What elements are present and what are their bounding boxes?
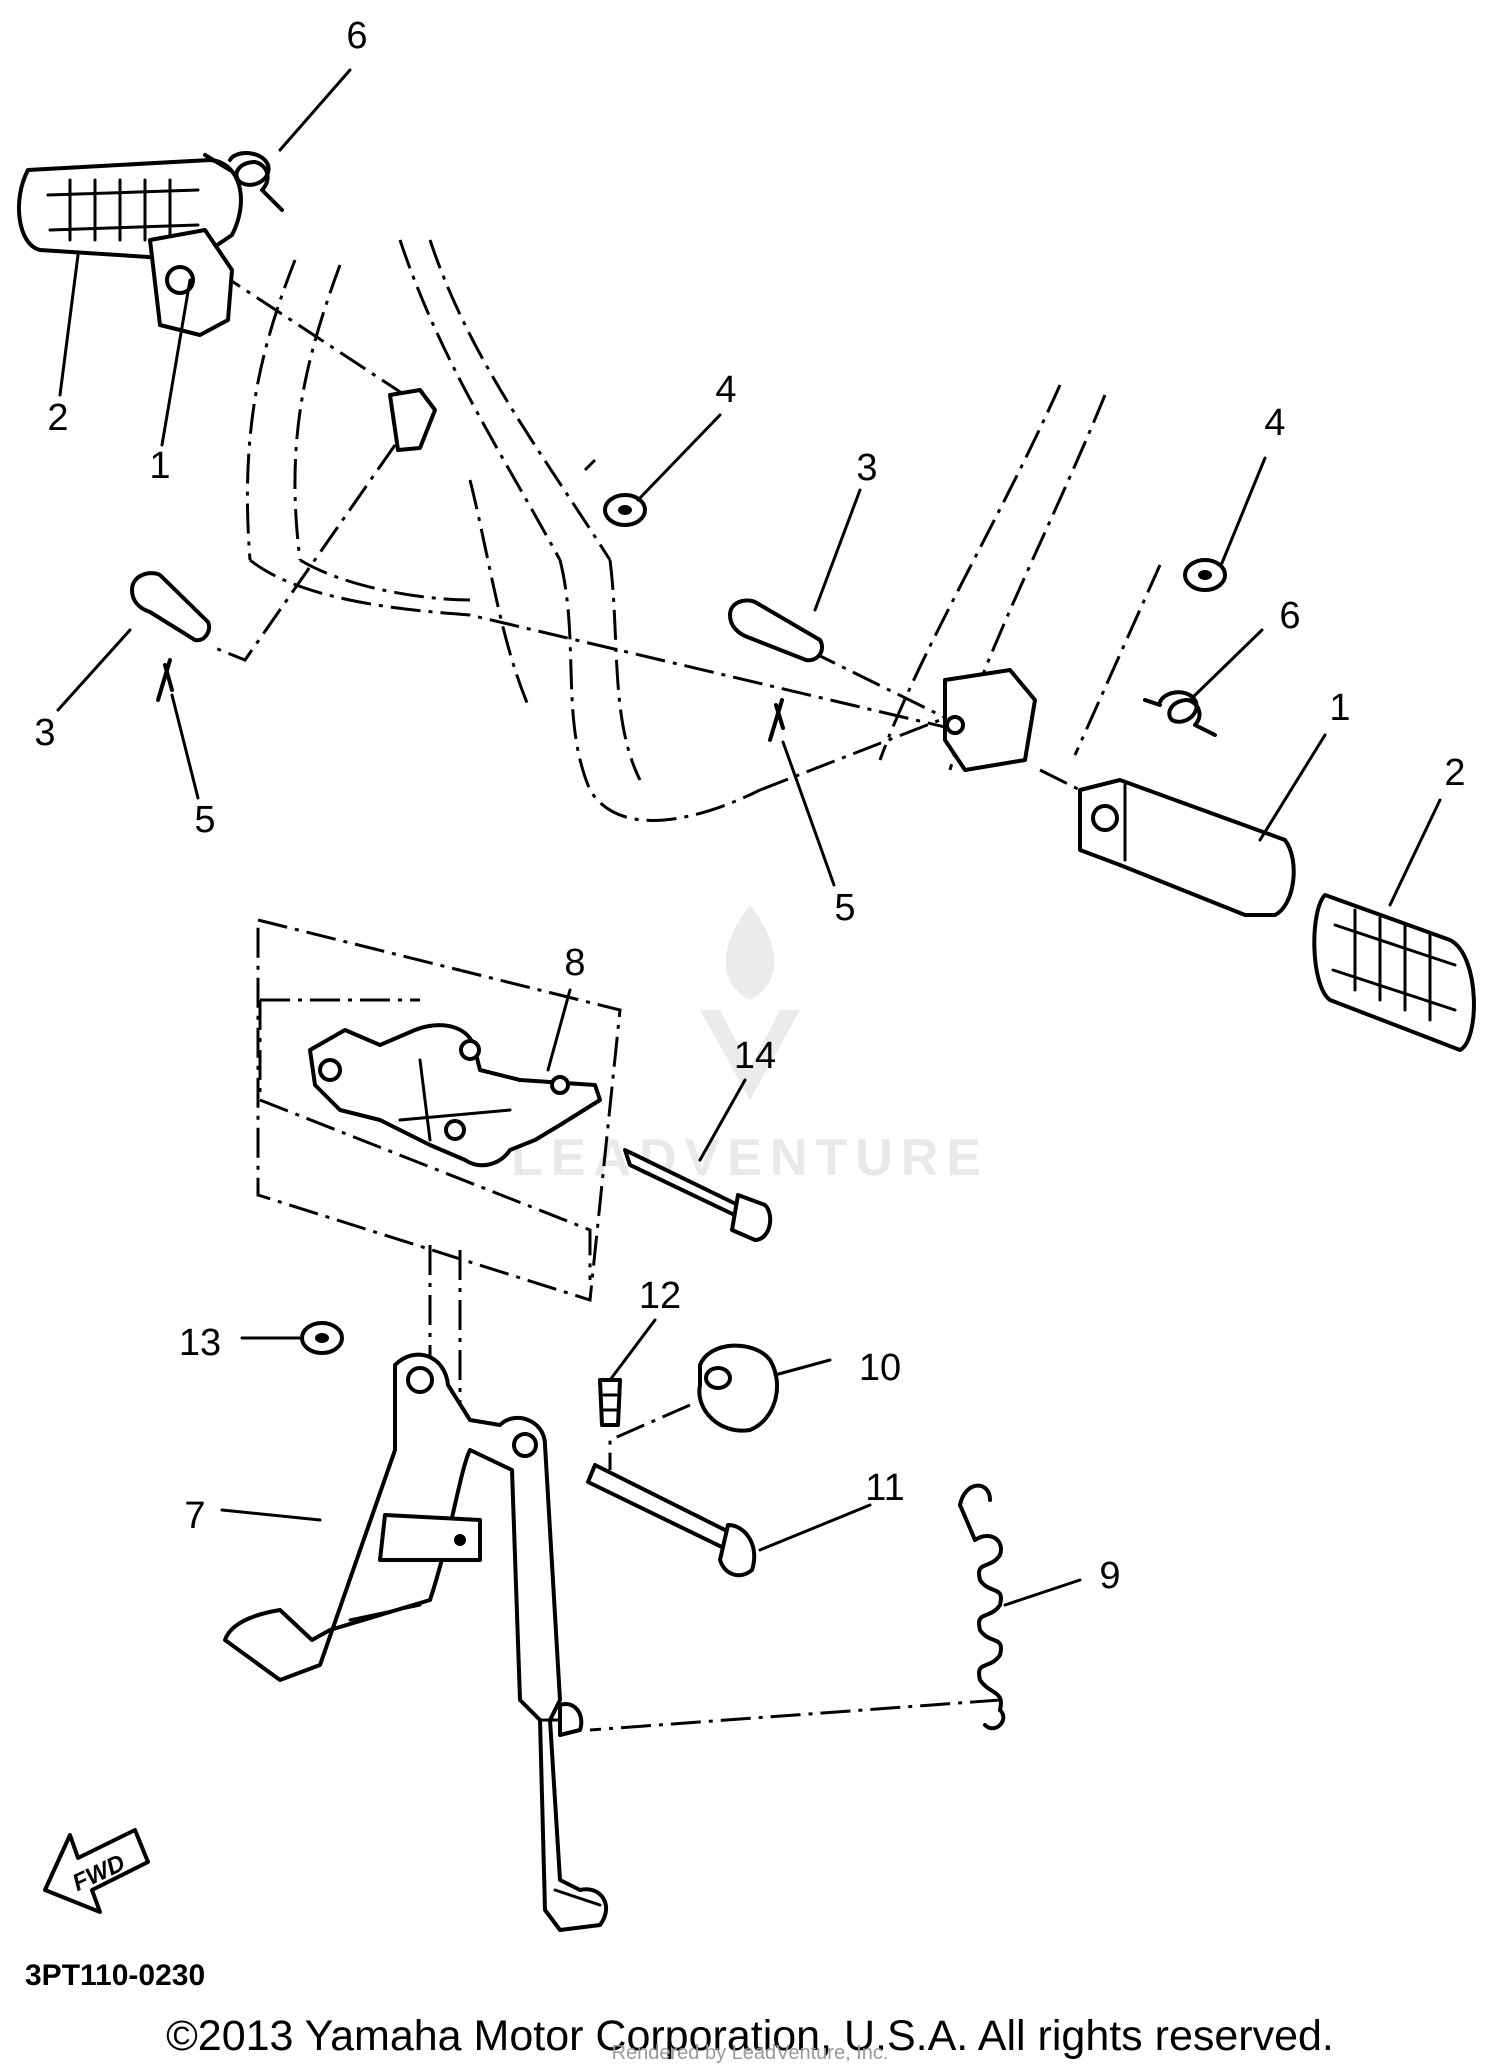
stopper-rubber: [697, 1343, 780, 1433]
spring-right: [1143, 690, 1217, 737]
callout-4: 4: [715, 369, 736, 411]
callout-3: 3: [34, 712, 55, 754]
cotter-pin-stand: [598, 1378, 622, 1427]
assembly-lines: [214, 268, 1162, 1732]
cotter-pin-left: [156, 658, 174, 702]
forward-arrow-icon: FWD: [43, 1828, 150, 1914]
callout-leaders: [56, 68, 1442, 1607]
watermark-text: LEADVENTURE: [511, 1129, 989, 1187]
callout-6: 6: [1279, 595, 1300, 637]
flame-icon: [725, 905, 775, 1000]
callout-12: 12: [639, 1275, 681, 1317]
center-stand: [223, 1352, 608, 1932]
callout-4: 4: [1264, 402, 1285, 444]
pin-left: [130, 571, 212, 643]
spring-left: [203, 151, 284, 212]
callout-11: 11: [865, 1467, 904, 1509]
callout-5: 5: [194, 799, 215, 841]
rendered-by-note: Rendered by LeadVenture, Inc.: [611, 2042, 889, 2064]
callout-8: 8: [564, 942, 585, 984]
callout-2: 2: [47, 397, 68, 439]
callout-7: 7: [184, 1495, 205, 1537]
v-logo-icon: [700, 1010, 800, 1100]
stand-bracket: [308, 1023, 602, 1168]
pin-right: [728, 598, 825, 663]
diagram-code: 3PT110-0230: [25, 1959, 205, 1992]
callout-10: 10: [859, 1347, 901, 1389]
mount-bracket-left: [388, 388, 437, 452]
copyright-notice: ©2013 Yamaha Motor Corporation, U.S.A. A…: [166, 2012, 1334, 2060]
callout-3: 3: [856, 447, 877, 489]
callout-5: 5: [834, 887, 855, 929]
washer-stand: [300, 1321, 344, 1355]
cotter-pin-right: [768, 698, 785, 742]
mount-bracket-right: [943, 668, 1037, 772]
stand-bolt: [623, 1148, 773, 1242]
washer-right: [1183, 558, 1227, 592]
callout-numbers: 6 2 1 4 3 5 3 4 6 1 2 5 8 14 12 13 10 11…: [34, 15, 1465, 1597]
stand-shaft: [586, 1463, 757, 1578]
return-spring: [958, 1483, 1006, 1731]
callout-13: 13: [179, 1322, 221, 1364]
washer-left: [603, 493, 647, 527]
callout-14: 14: [734, 1035, 776, 1077]
callout-1: 1: [1329, 687, 1350, 729]
watermark: LEADVENTURE: [511, 905, 989, 1187]
stand-bracket-plane: [256, 918, 622, 1302]
footrest-right: [1078, 778, 1296, 917]
callout-2: 2: [1444, 752, 1465, 794]
callout-1: 1: [149, 445, 170, 487]
callout-9: 9: [1099, 1555, 1120, 1597]
callout-6: 6: [346, 15, 367, 57]
footrest-rubber-right: [1312, 893, 1476, 1052]
